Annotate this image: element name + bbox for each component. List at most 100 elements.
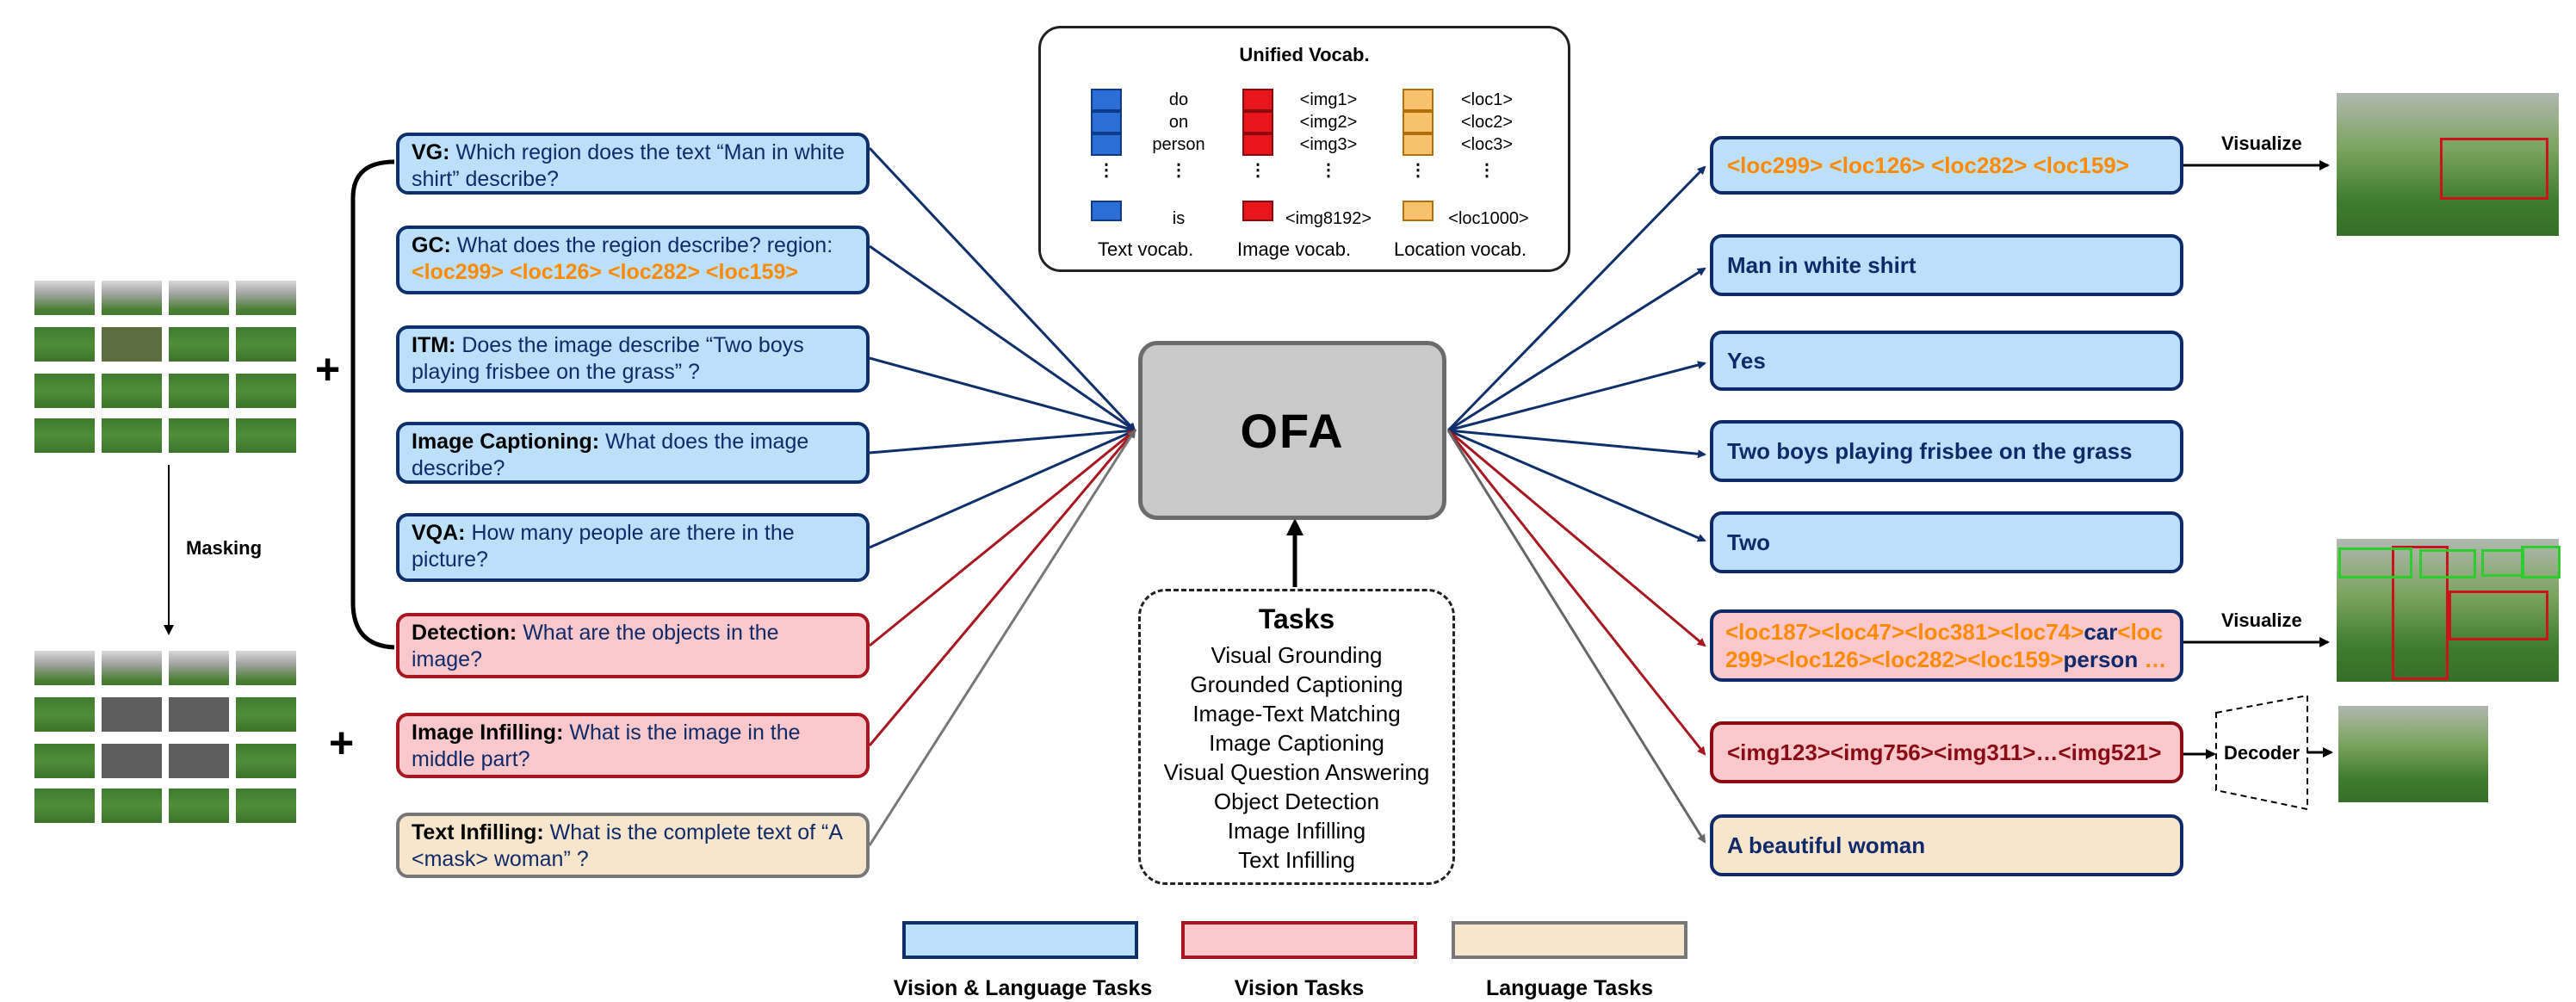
input-detection-question: What are the objects in the image? (412, 621, 779, 671)
plus-sign-1: + (315, 345, 341, 393)
text-token-person: person (1152, 135, 1205, 154)
unified-vocab-panel: Unified Vocab. do on person is ⋮ ⋮ Text … (1038, 26, 1570, 272)
detection-bbox-car (2521, 546, 2561, 578)
decoder-label: Decoder (2224, 742, 2300, 764)
output-vg: <loc299> <loc126> <loc282> <loc159> (1710, 136, 2183, 195)
input-caption-tag: Image Captioning: (412, 430, 600, 454)
input-detection: Detection: What are the objects in the i… (396, 613, 870, 678)
output-detection-word: person (2063, 646, 2139, 672)
legend-label-language: Language Tasks (1485, 976, 1654, 1000)
visualize-label-2: Visualize (2221, 609, 2302, 631)
task-item: Visual Question Answering (1163, 759, 1430, 785)
input-gc-question: What does the region describe? region: (456, 233, 833, 257)
output-itm-text: Yes (1727, 347, 1766, 374)
detection-bbox-person (2449, 591, 2548, 640)
location-vocab-label: Location vocab. (1394, 238, 1527, 260)
output-text-infilling-text: A beautiful woman (1727, 832, 1926, 858)
location-token-loc1: <loc1> (1460, 90, 1514, 109)
text-token-square (1091, 111, 1122, 133)
input-image-infilling-tag: Image Infilling: (412, 721, 564, 745)
input-image-infilling-question: What is the image in the middle part? (412, 721, 801, 771)
vocab-title: Unified Vocab. (1239, 44, 1370, 65)
vertical-ellipsis: ⋮ (1098, 161, 1115, 180)
vertical-ellipsis: ⋮ (1409, 161, 1427, 180)
input-text-infilling-question: What is the complete text of “A <mask> w… (412, 820, 842, 871)
task-item: Object Detection (1213, 789, 1380, 814)
tasks-panel: Tasks Visual Grounding Grounded Captioni… (1138, 589, 1455, 885)
legend-label-vision-language: Vision & Language Tasks (893, 976, 1153, 1000)
output-vqa: Two (1710, 511, 2183, 573)
input-gc-tag: GC: (412, 233, 451, 257)
plus-sign-2: + (329, 719, 355, 767)
image-token-square (1242, 111, 1273, 133)
input-vqa-question: How many people are there in the picture… (412, 521, 795, 572)
image-token-img1: <img1> (1299, 90, 1358, 109)
input-itm: ITM: Does the image describe “Two boys p… (396, 325, 870, 393)
detection-bbox-car (2481, 549, 2524, 577)
detection-bbox-car (2338, 547, 2412, 578)
input-vqa: VQA: How many people are there in the pi… (396, 513, 870, 582)
visualize-label-1: Visualize (2221, 133, 2302, 154)
ofa-model-box: OFA (1138, 341, 1446, 520)
output-detection-loc: 299><loc126><loc282><loc159> (1725, 646, 2064, 672)
input-itm-question: Does the image describe “Two boys playin… (412, 333, 804, 384)
vertical-ellipsis: ⋮ (1478, 161, 1495, 180)
location-token-square (1403, 89, 1434, 111)
text-token-square (1091, 133, 1122, 156)
image-token-img3: <img3> (1299, 135, 1358, 154)
infilled-image (2338, 706, 2488, 802)
output-vqa-text: Two (1727, 529, 1771, 555)
task-item: Text Infilling (1238, 847, 1355, 873)
task-item: Grounded Captioning (1190, 671, 1403, 697)
text-token-square (1091, 201, 1122, 221)
vertical-ellipsis: ⋮ (1320, 161, 1337, 180)
image-token-img2: <img2> (1299, 113, 1358, 132)
image-token-square (1242, 133, 1273, 156)
image-token-square (1242, 89, 1273, 111)
legend-swatch-vision-language (902, 921, 1138, 959)
legend-swatch-vision (1181, 921, 1417, 959)
text-token-do: do (1168, 90, 1189, 109)
detection-result-image (2337, 539, 2561, 682)
input-vg-tag: VG: (412, 140, 450, 164)
text-vocab-label: Text vocab. (1098, 238, 1194, 260)
output-text-infilling: A beautiful woman (1710, 814, 2183, 876)
output-detection-ellipsis: … (2138, 646, 2167, 672)
task-item: Visual Grounding (1211, 642, 1383, 668)
input-vg: VG: Which region does the text “Man in w… (396, 133, 870, 195)
input-vg-question: Which region does the text “Man in white… (412, 140, 845, 191)
output-vg-text: <loc299> <loc126> <loc282> <loc159> (1727, 152, 2129, 178)
output-caption: Two boys playing frisbee on the grass (1710, 420, 2183, 482)
input-text-infilling-tag: Text Infilling: (412, 820, 544, 844)
input-gc: GC: What does the region describe? regio… (396, 226, 870, 294)
output-detection-loc: <loc187><loc47><loc381><loc74> (1725, 619, 2084, 645)
text-token-on: on (1168, 113, 1189, 132)
input-detection-tag: Detection: (412, 621, 517, 645)
output-gc-text: Man in white shirt (1727, 251, 1917, 278)
input-gc-location-tokens: <loc299> <loc126> <loc282> <loc159> (412, 260, 798, 284)
location-token-square (1403, 201, 1434, 221)
location-token-loc2: <loc2> (1460, 113, 1514, 132)
input-text-infilling: Text Infilling: What is the complete tex… (396, 813, 870, 878)
output-itm: Yes (1710, 331, 2183, 391)
output-detection-loc: <loc (2117, 619, 2164, 645)
output-gc: Man in white shirt (1710, 234, 2183, 296)
grounding-bbox (2440, 138, 2548, 200)
masking-label: Masking (186, 537, 263, 559)
location-token-loc3: <loc3> (1460, 135, 1514, 154)
text-token-is: is (1172, 209, 1186, 228)
output-detection: <loc187><loc47><loc381><loc74>car<loc 29… (1710, 609, 2183, 682)
vertical-ellipsis: ⋮ (1170, 161, 1187, 180)
image-token-square (1242, 201, 1273, 221)
input-image-captioning: Image Captioning: What does the image de… (396, 422, 870, 484)
visual-grounding-result-image (2337, 93, 2559, 236)
task-item: Image Infilling (1227, 818, 1366, 844)
output-image-infilling-text: <img123><img756><img311>…<img521> (1727, 739, 2162, 765)
input-vqa-tag: VQA: (412, 521, 466, 545)
input-caption-question: What does the image describe? (412, 430, 809, 480)
decoder-trapezoid (2215, 694, 2308, 811)
task-item: Image Captioning (1209, 730, 1384, 756)
detection-bbox-car (2419, 549, 2476, 578)
vertical-ellipsis: ⋮ (1249, 161, 1266, 180)
detection-bbox-person (2392, 546, 2449, 680)
